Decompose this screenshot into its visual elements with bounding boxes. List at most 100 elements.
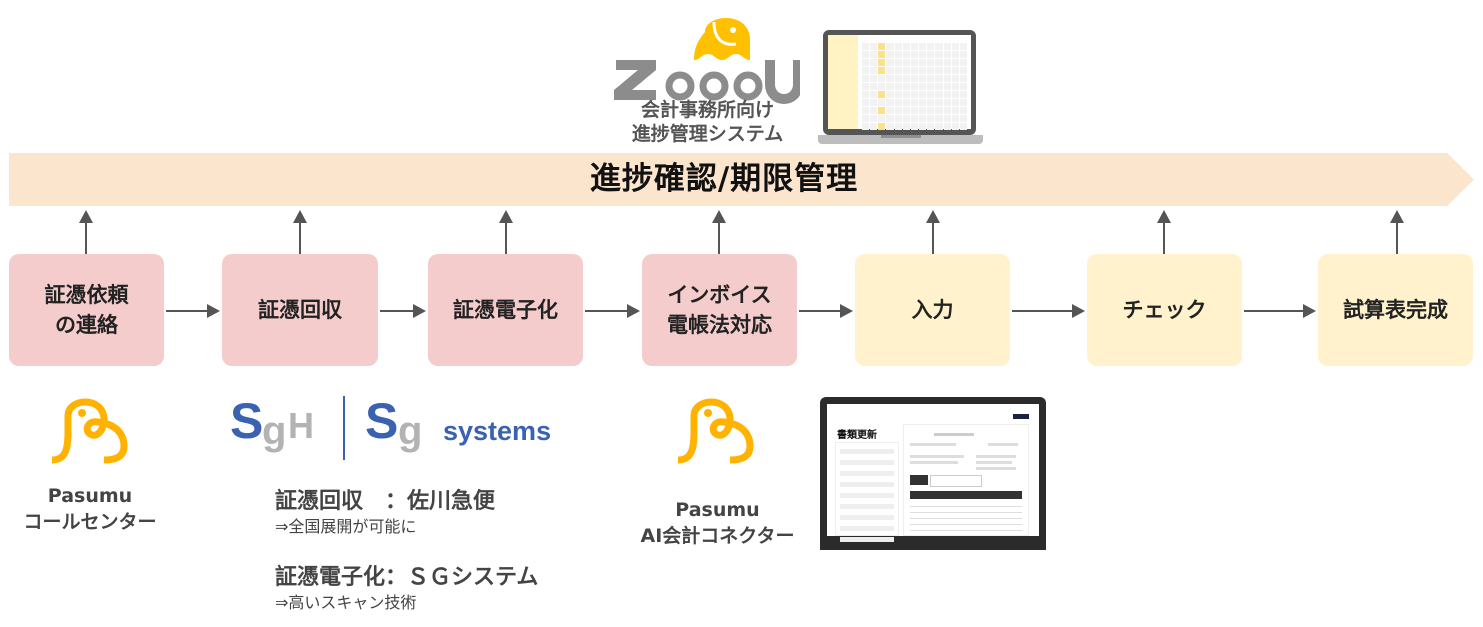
schedule-cell <box>862 99 870 106</box>
schedule-cell <box>951 67 959 74</box>
pasumu-ai-caption: Pasumu AI会計コネクター <box>620 497 815 549</box>
pasumu-name: Pasumu <box>47 485 133 507</box>
schedule-cell <box>910 107 919 114</box>
schedule-cell <box>935 83 943 90</box>
schedule-cell <box>878 107 886 114</box>
schedule-cell <box>943 67 951 74</box>
partner-heading: 証憑回収 ：佐川急便 <box>275 489 496 514</box>
schedule-cell <box>870 67 878 74</box>
systems-word: systems <box>443 416 551 446</box>
step-label: 証憑回収 <box>258 298 342 322</box>
up-arrow <box>499 210 513 254</box>
pasumu-ai-logo-icon <box>677 398 754 464</box>
screen-title: 書類更新 <box>837 430 877 441</box>
up-arrow <box>712 210 726 254</box>
schedule-cell <box>935 67 943 74</box>
schedule-cell <box>943 43 951 50</box>
schedule-cell <box>870 123 878 130</box>
svg-text:S: S <box>365 393 398 449</box>
schedule-cell <box>951 123 959 130</box>
schedule-cell <box>943 51 951 58</box>
schedule-cell <box>910 67 919 74</box>
svg-text:g: g <box>398 409 422 453</box>
progress-banner-arrow <box>9 153 1474 206</box>
schedule-cell <box>870 51 878 58</box>
schedule-cell <box>862 43 870 50</box>
schedule-cell <box>919 43 927 50</box>
schedule-cell <box>870 91 878 98</box>
schedule-cell <box>935 99 943 106</box>
schedule-cell <box>878 59 886 66</box>
schedule-cell <box>927 67 935 74</box>
schedule-cell <box>862 91 870 98</box>
schedule-cell <box>951 43 959 50</box>
flow-arrow <box>1244 304 1316 318</box>
schedule-cell <box>878 99 886 106</box>
call-center-label: コールセンター <box>23 511 157 533</box>
schedule-cell <box>951 59 959 66</box>
schedule-cell <box>935 51 943 58</box>
step-label: 試算表完成 <box>1343 298 1448 322</box>
schedule-cell <box>910 123 919 130</box>
schedule-cell <box>894 107 902 114</box>
schedule-cell <box>959 107 967 114</box>
schedule-cell <box>902 91 910 98</box>
schedule-cell <box>886 123 894 130</box>
schedule-cell <box>959 83 967 90</box>
schedule-cell <box>943 123 951 130</box>
schedule-cell <box>943 83 951 90</box>
sg-holdings-systems-logo: S g H S g systems <box>230 393 551 460</box>
schedule-cell <box>902 59 910 66</box>
schedule-cell <box>862 59 870 66</box>
schedule-cell <box>902 123 910 130</box>
schedule-cell <box>959 59 967 66</box>
schedule-cell <box>902 51 910 58</box>
step-label: の連絡 <box>55 313 118 337</box>
schedule-cell <box>919 99 927 106</box>
schedule-cell <box>878 43 886 50</box>
schedule-cell <box>862 67 870 74</box>
svg-text:g: g <box>262 409 286 453</box>
schedule-cell <box>951 75 959 82</box>
schedule-cell <box>959 123 967 130</box>
schedule-cell <box>894 123 902 130</box>
schedule-cell <box>927 43 935 50</box>
step-invoice-compliance: インボイス電帳法対応 <box>642 254 797 366</box>
schedule-cell <box>894 59 902 66</box>
schedule-cell <box>878 91 886 98</box>
product-subtitle-line1: 会計事務所向け <box>640 99 774 121</box>
schedule-cell <box>894 75 902 82</box>
schedule-cell <box>910 59 919 66</box>
step-digitization: 証憑電子化 <box>428 254 583 366</box>
schedule-cell <box>919 67 927 74</box>
zooou-laptop-screenshot <box>818 30 983 148</box>
schedule-cell <box>935 123 943 130</box>
schedule-cell <box>894 99 902 106</box>
up-arrow <box>1390 210 1404 254</box>
schedule-cell <box>886 83 894 90</box>
partner-note: ⇒高いスキャン技術 <box>275 593 417 612</box>
schedule-cell <box>927 107 935 114</box>
schedule-cell <box>870 107 878 114</box>
schedule-cell <box>959 67 967 74</box>
schedule-cell <box>919 59 927 66</box>
schedule-cell <box>943 75 951 82</box>
schedule-cell <box>886 91 894 98</box>
schedule-cell <box>919 123 927 130</box>
pasumu-name: Pasumu <box>675 499 760 521</box>
schedule-cell <box>886 107 894 114</box>
step-trial-balance: 試算表完成 <box>1318 254 1473 366</box>
step-label: 証憑電子化 <box>453 298 558 322</box>
schedule-cell <box>910 115 919 122</box>
schedule-cell <box>959 91 967 98</box>
zooou-logo <box>614 17 800 104</box>
schedule-cell <box>878 51 886 58</box>
step-label: インボイス <box>667 283 772 307</box>
schedule-cell <box>870 83 878 90</box>
schedule-cell <box>959 99 967 106</box>
schedule-cell <box>919 91 927 98</box>
schedule-cell <box>951 83 959 90</box>
schedule-cell <box>902 67 910 74</box>
schedule-cell <box>910 43 919 50</box>
schedule-cell <box>886 67 894 74</box>
